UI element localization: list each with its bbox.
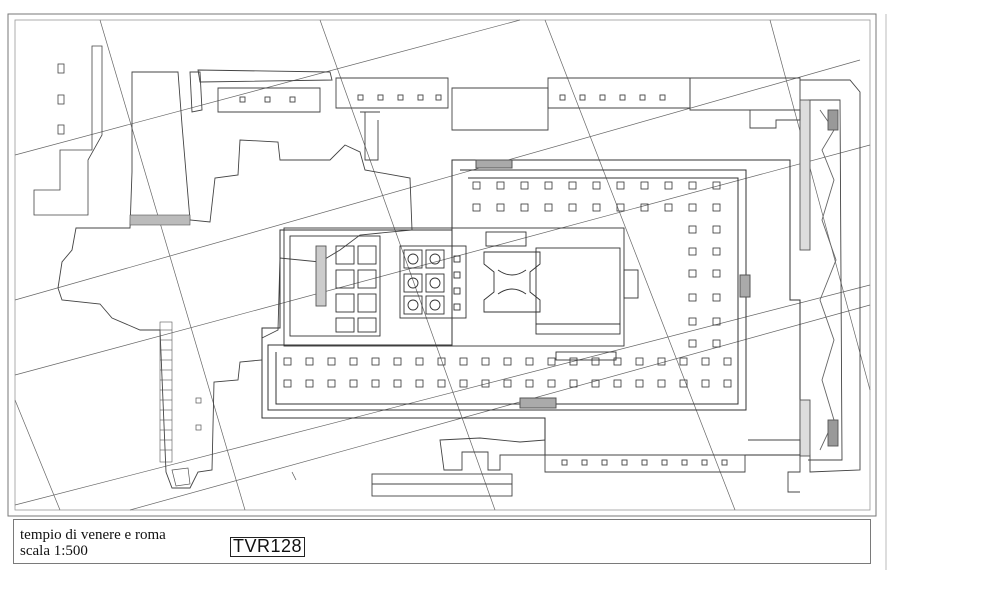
temple-cellae [283,227,639,361]
west-ruins [33,45,103,216]
drawing-title: tempio di venere e roma [20,527,166,543]
north-columns [472,181,721,212]
south-columns [283,357,732,388]
inner-frame [14,19,871,511]
diagonal-grid-lines [14,19,871,511]
drawing-scale: scala 1:500 [20,543,88,559]
column-grid [283,181,732,388]
east-substructure [748,79,861,493]
southwest-remains [171,397,297,487]
east-columns [688,225,721,348]
north-colonnade [217,77,801,161]
west-platform [57,69,413,489]
drawing-code: TVR128 [230,537,306,557]
title-text: tempio di venere e roma scala 1:500 [20,527,166,559]
temple-platform [261,159,801,456]
south-colonnade [371,437,746,497]
title-block: tempio di venere e roma scala 1:500 TVR1… [13,519,871,564]
west-hatched-steps [129,214,191,463]
outer-frame [7,13,877,517]
